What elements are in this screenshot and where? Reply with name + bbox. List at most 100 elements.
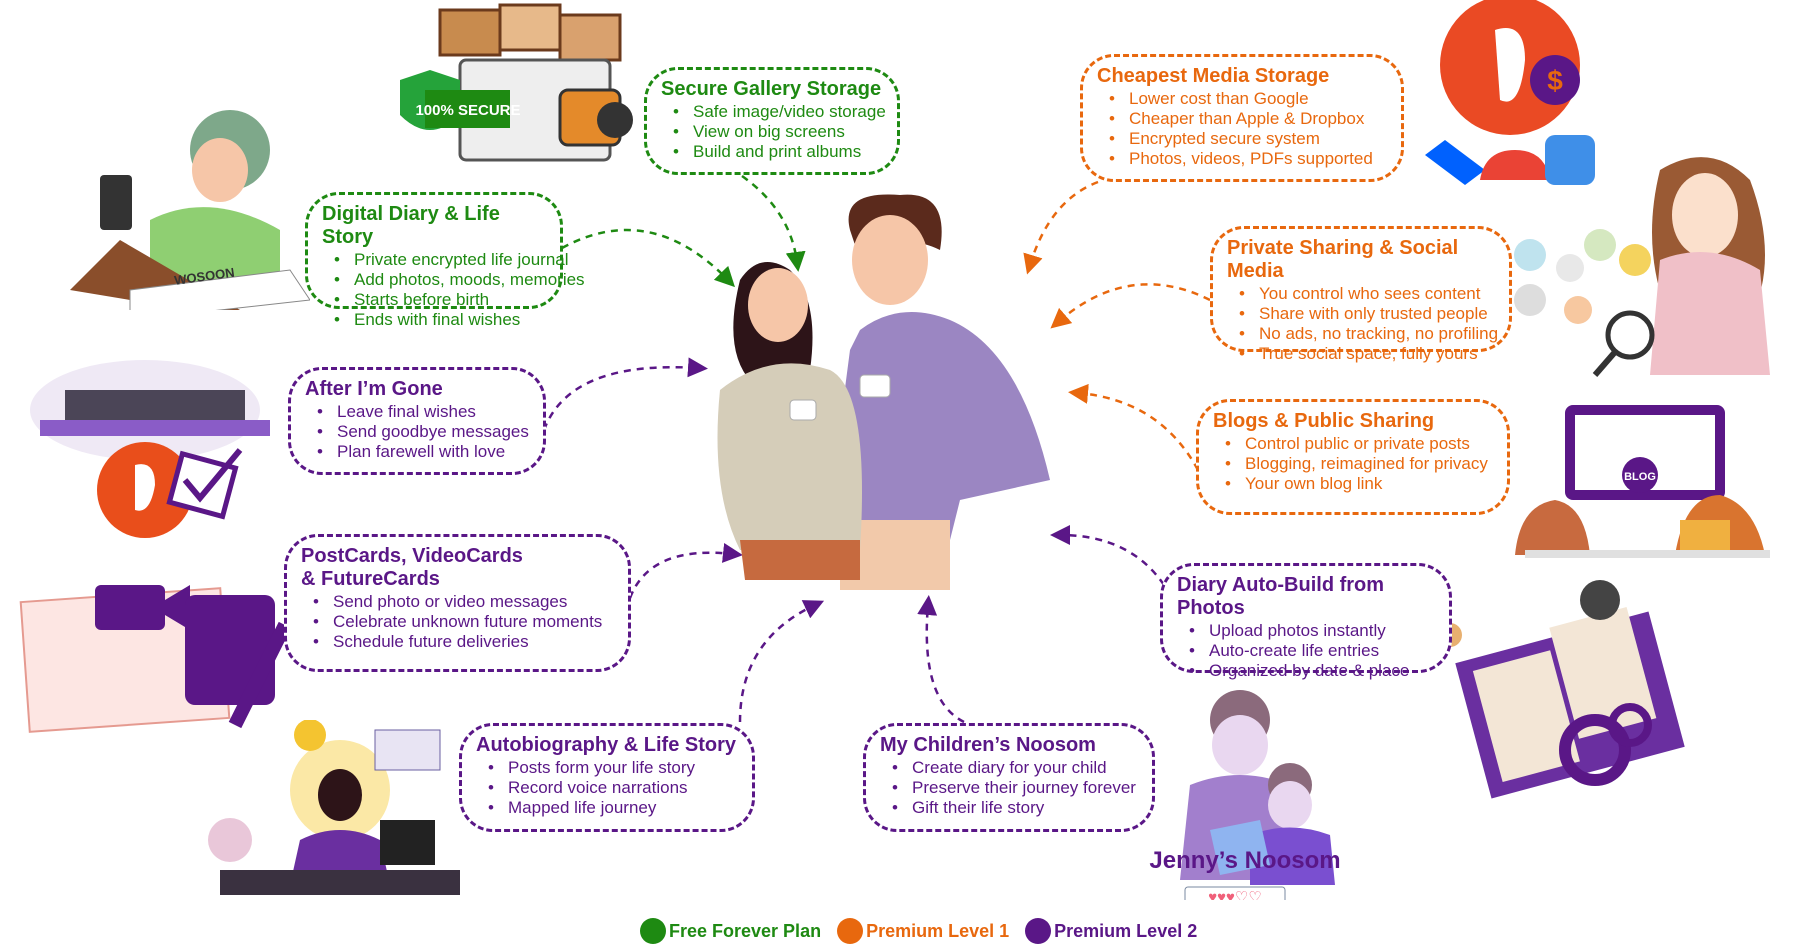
feature-title: Private Sharing & Social Media: [1227, 237, 1459, 282]
feature-item: No ads, no tracking, no profiling: [1239, 324, 1498, 344]
legend-label: Free Forever Plan: [669, 920, 822, 941]
phone-icon: [859, 374, 891, 398]
feature-title: Cheapest Media Storage: [1097, 65, 1330, 87]
google-cloud-icon: [1480, 150, 1550, 180]
legend-free: Free Forever Plan: [640, 918, 821, 944]
icloud-icon: [1545, 135, 1595, 185]
feature-digital-diary: Digital Diary & Life Story Private encry…: [305, 192, 585, 330]
feature-item: Control public or private posts: [1225, 434, 1493, 454]
feature-item: Mapped life journey: [488, 798, 738, 818]
blog-illustration: BLOG: [1515, 405, 1770, 558]
feature-item: Record voice narrations: [488, 778, 738, 798]
feature-postcards: PostCards, VideoCards & FutureCards Send…: [284, 534, 631, 672]
postcard-illustration: [19, 585, 292, 733]
feature-item: Schedule future deliveries: [313, 632, 614, 652]
feature-item: Plan farewell with love: [317, 442, 529, 462]
feature-title: Blogs & Public Sharing: [1213, 410, 1435, 432]
legend-premium-2: Premium Level 2: [1025, 918, 1197, 944]
feature-childrens-noosom: My Children’s Noosom Create diary for yo…: [863, 723, 1155, 832]
feature-item: Build and print albums: [673, 142, 883, 162]
feature-item: Private encrypted life journal: [334, 250, 569, 270]
plane-badge-icon: [294, 720, 326, 751]
storage-logos-illustration: $: [1425, 0, 1595, 185]
green-dot-icon: [640, 918, 666, 944]
arrow-cheapest: [1023, 180, 1099, 275]
feature-after-im-gone: After I’m Gone Leave final wishesSend go…: [288, 367, 546, 475]
feature-cheapest-media-storage: Cheapest Media Storage Lower cost than G…: [1080, 54, 1404, 182]
arrow-secure-gallery: [741, 174, 806, 272]
feature-title: After I’m Gone: [305, 378, 443, 400]
feature-title: Autobiography & Life Story: [476, 734, 736, 756]
secure-gallery-illustration: 100% SECURE: [400, 3, 633, 162]
feature-item: Photos, videos, PDFs supported: [1109, 149, 1387, 169]
rating-hearts: ♥♥♥♡♡: [1208, 889, 1262, 900]
feature-item: Auto-create life entries: [1189, 641, 1435, 661]
feature-title: Diary Auto-Build from Photos: [1177, 574, 1385, 619]
svg-text:$: $: [1547, 65, 1563, 96]
gear-icon: [1559, 714, 1631, 786]
feature-item: Share with only trusted people: [1239, 304, 1495, 324]
feature-title: Secure Gallery Storage: [661, 78, 882, 100]
purple-dot-icon: [1025, 918, 1052, 944]
diary-writer-illustration: WOSOON: [70, 110, 310, 310]
arrow-postcards: [628, 542, 743, 599]
feature-item: Upload photos instantly: [1189, 621, 1435, 641]
feature-item: Blogging, reimagined for privacy: [1225, 454, 1493, 474]
feature-item: Gift their life story: [892, 798, 1138, 818]
arrow-blogs: [1068, 383, 1200, 471]
check-icon: [182, 448, 243, 503]
feature-item: View on big screens: [673, 122, 883, 142]
feature-title: My Children’s Noosom: [880, 734, 1096, 756]
plan-legend: Free Forever Plan Premium Level 1 Premiu…: [640, 918, 1197, 944]
feature-secure-gallery-storage: Secure Gallery Storage Safe image/video …: [644, 67, 900, 175]
feature-item: Organized by date & place: [1189, 661, 1435, 681]
dollar-icon: [1530, 55, 1580, 105]
magnifier-icon: [1605, 310, 1655, 360]
feature-item: Celebrate unknown future moments: [313, 612, 614, 632]
funeral-illustration: [30, 360, 270, 538]
feature-item: Encrypted secure system: [1109, 129, 1387, 149]
feature-title: PostCards, VideoCards & FutureCards: [301, 545, 523, 590]
feature-item: True social space, fully yours: [1239, 344, 1495, 364]
feature-item: Starts before birth: [334, 290, 546, 310]
feature-item: Send photo or video messages: [313, 592, 614, 612]
secure-badge-text: 100% SECURE: [415, 102, 520, 119]
feature-item: Safe image/video storage: [673, 102, 886, 122]
autobiography-illustration: [208, 720, 460, 895]
feature-item: Create diary for your child: [892, 758, 1138, 778]
feature-item: Posts form your life story: [488, 758, 738, 778]
feature-diary-auto-build: Diary Auto-Build from Photos Upload phot…: [1160, 563, 1452, 681]
feature-item: Lower cost than Google: [1109, 89, 1387, 109]
gear-icon: [1608, 703, 1652, 747]
arrow-digital-diary: [561, 228, 735, 288]
arrow-private-sharing: [1050, 283, 1211, 329]
jenny-noosom-text: Jenny’s Noosom: [1149, 847, 1340, 874]
photo-album-illustration: [1438, 580, 1685, 799]
blog-badge-text: BLOG: [1624, 471, 1656, 483]
feature-item: Cheaper than Apple & Dropbox: [1109, 109, 1387, 129]
phone-icon: [100, 175, 132, 230]
feature-autobiography: Autobiography & Life Story Posts form yo…: [459, 723, 755, 832]
arrow-auto-build: [1050, 525, 1166, 586]
orange-dot-icon: [837, 918, 864, 944]
feature-item: Leave final wishes: [317, 402, 529, 422]
feature-item: Preserve their journey forever: [892, 778, 1138, 798]
feature-private-sharing: Private Sharing & Social Media You contr…: [1210, 226, 1512, 364]
couple-illustration: [717, 194, 1050, 590]
feature-item: Add photos, moods, memories: [334, 270, 585, 290]
feature-item: You control who sees content: [1239, 284, 1495, 304]
arrow-after-gone: [542, 357, 708, 431]
feature-item: Ends with final wishes: [334, 310, 546, 330]
legend-label: Premium Level 2: [1054, 920, 1198, 941]
childrens-noosom-illustration: Jenny’s Noosom ♥♥♥♡♡: [1149, 690, 1341, 900]
legend-premium-1: Premium Level 1: [837, 918, 1009, 944]
legend-label: Premium Level 1: [866, 920, 1010, 941]
arrow-autobiography: [738, 600, 825, 723]
monitor-icon: [380, 820, 435, 865]
arrow-children: [917, 595, 965, 724]
feature-item: Your own blog link: [1225, 474, 1493, 494]
dropbox-icon: [1425, 140, 1485, 185]
phone-icon: [789, 399, 817, 421]
social-media-illustration: [1514, 157, 1770, 377]
